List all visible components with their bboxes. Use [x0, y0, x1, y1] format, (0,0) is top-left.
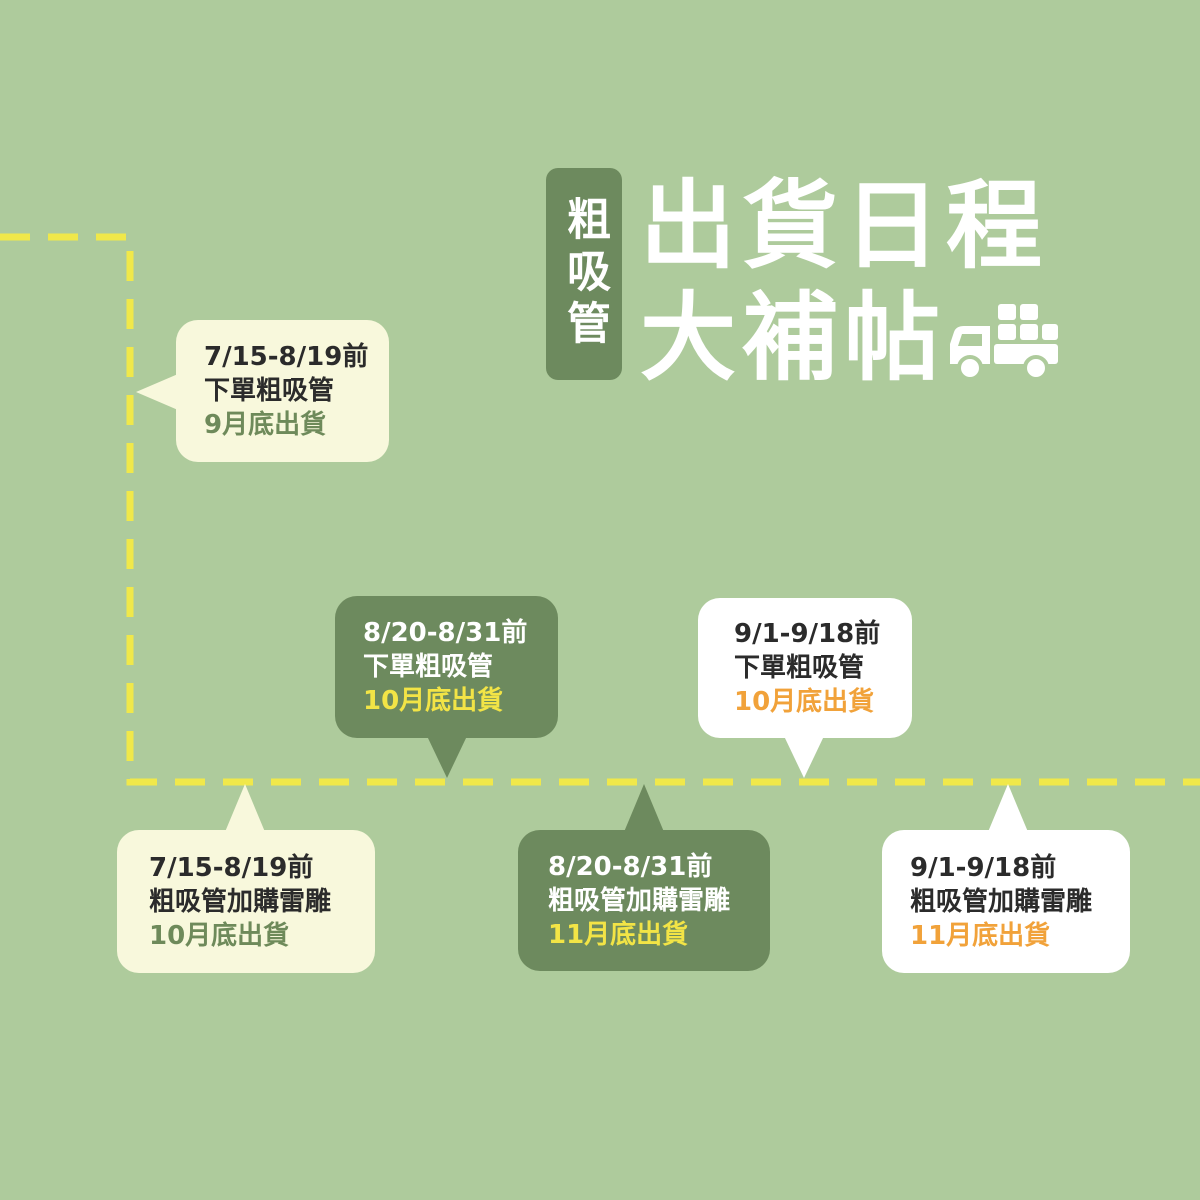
item-text: 下單粗吸管: [363, 652, 494, 682]
item-text: 粗吸管加購雷雕: [149, 886, 332, 917]
category-tag: 粗吸管: [546, 168, 622, 380]
schedule-bubble-6: 9/1-9/18前 粗吸管加購雷雕 11月底出貨: [882, 784, 1130, 973]
item-text: 下單粗吸管: [204, 376, 335, 406]
ship-date-text: 10月底出貨: [363, 686, 504, 716]
item-text: 粗吸管加購雷雕: [548, 885, 731, 916]
delivery-truck-icon: [950, 304, 1058, 381]
ship-date-text: 10月底出貨: [149, 920, 290, 951]
ship-date-text: 11月底出貨: [548, 919, 689, 950]
page-title-line-1: 出貨日程: [640, 170, 1048, 282]
period-text: 8/20-8/31前: [548, 851, 713, 882]
schedule-bubble-3: 9/1-9/18前 下單粗吸管 10月底出貨: [698, 598, 912, 778]
period-text: 8/20-8/31前: [363, 618, 528, 648]
schedule-bubble-4: 7/15-8/19前 粗吸管加購雷雕 10月底出貨: [117, 784, 375, 973]
period-text: 9/1-9/18前: [734, 619, 881, 649]
period-text: 7/15-8/19前: [149, 852, 314, 883]
item-text: 下單粗吸管: [734, 653, 865, 683]
ship-date-text: 11月底出貨: [910, 920, 1051, 951]
period-text: 7/15-8/19前: [204, 342, 369, 372]
schedule-bubble-2: 8/20-8/31前 下單粗吸管 10月底出貨: [335, 596, 558, 778]
schedule-bubble-5: 8/20-8/31前 粗吸管加購雷雕 11月底出貨: [518, 784, 770, 971]
period-text: 9/1-9/18前: [910, 852, 1057, 883]
dashed-route-line: [0, 233, 1200, 786]
ship-date-text: 9月底出貨: [204, 410, 327, 440]
item-text: 粗吸管加購雷雕: [910, 886, 1093, 917]
ship-date-text: 10月底出貨: [734, 687, 875, 717]
schedule-bubble-1: 7/15-8/19前 下單粗吸管 9月底出貨: [136, 320, 389, 462]
page-title-line-2: 大補帖: [640, 282, 946, 394]
